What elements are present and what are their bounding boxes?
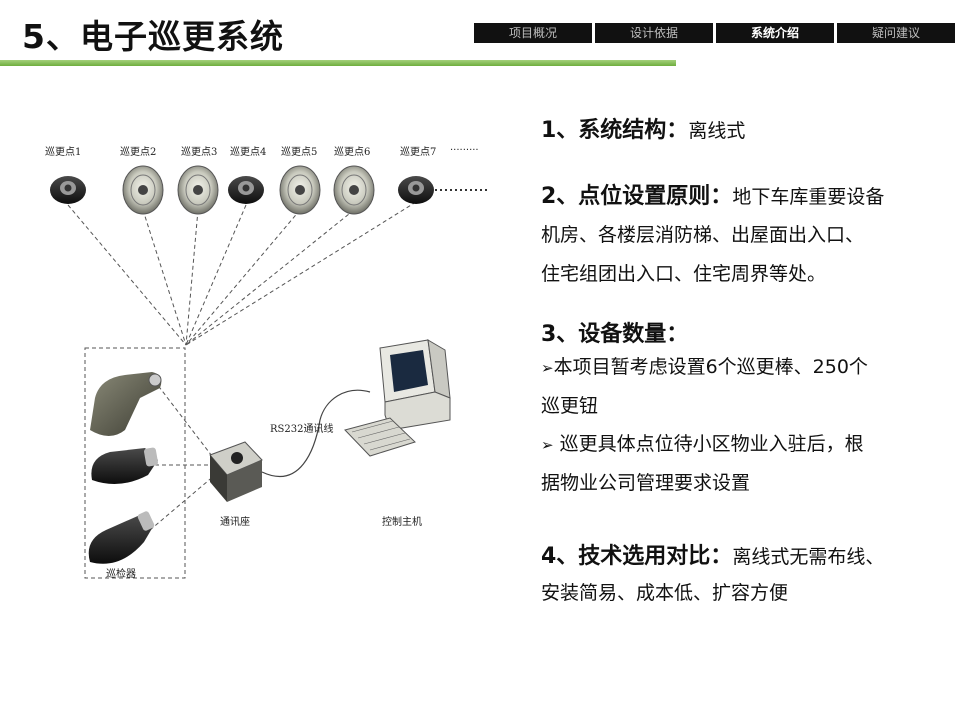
patrol-button-6 <box>333 165 375 215</box>
comparison-heading: 4、技术选用对比： <box>541 544 733 569</box>
quantity-bullet-1-cont: 巡更钮 <box>541 395 599 417</box>
comm-base-label: 通讯座 <box>220 515 250 528</box>
control-host-computer <box>344 339 451 457</box>
rs232-label: RS232通讯线 <box>270 422 333 435</box>
structure-text: 离线式 <box>688 120 746 142</box>
point-label-5: 巡更点5 <box>281 146 317 158</box>
tab-questions[interactable]: 疑问建议 <box>837 23 955 43</box>
tab-design-basis[interactable]: 设计依据 <box>595 23 713 43</box>
top-nav: 项目概况 设计依据 系统介绍 疑问建议 <box>474 23 955 43</box>
more-points-dots: ········· <box>450 145 479 156</box>
placement-line-3: 住宅组团出入口、住宅周界等处。 <box>541 263 827 285</box>
tab-project-overview[interactable]: 项目概况 <box>474 23 592 43</box>
quantity-heading: 3、设备数量： <box>541 322 689 347</box>
patrol-button-7 <box>398 176 434 204</box>
comparison-line-2: 安装简易、成本低、扩容方便 <box>541 582 789 604</box>
reader-device-3 <box>88 511 155 564</box>
point-label-3: 巡更点3 <box>181 146 217 158</box>
point-label-4: 巡更点4 <box>230 146 266 158</box>
page-title: 5、电子巡更系统 <box>22 17 284 56</box>
section-placement: 2、点位设置原则：地下车库重要设备 机房、各楼层消防梯、出屋面出入口、 住宅组团… <box>541 178 941 294</box>
patrol-button-5 <box>279 165 321 215</box>
point-label-2: 巡更点2 <box>120 146 156 158</box>
title-underline <box>0 60 676 66</box>
patrol-button-3 <box>177 165 219 215</box>
reader-label: 巡检器 <box>106 567 136 580</box>
point-label-1: 巡更点1 <box>45 146 81 158</box>
section-quantity: 3、设备数量： ➢本项目暂考虑设置6个巡更棒、250个 巡更钮 ➢ 巡更具体点位… <box>541 316 941 502</box>
structure-heading: 1、系统结构： <box>541 118 689 143</box>
patrol-button-1 <box>50 176 86 204</box>
tab-system-intro[interactable]: 系统介绍 <box>716 23 834 43</box>
patrol-button-2 <box>122 165 164 215</box>
reader-group-box <box>84 347 186 579</box>
comm-base <box>209 441 263 502</box>
quantity-bullet-2: ➢ 巡更具体点位待小区物业入驻后，根 <box>541 433 864 455</box>
point-label-7: 巡更点7 <box>400 146 436 158</box>
point-label-6: 巡更点6 <box>334 146 370 158</box>
section-comparison: 4、技术选用对比：离线式无需布线、 安装简易、成本低、扩容方便 <box>541 538 941 613</box>
patrol-button-4 <box>228 176 264 204</box>
section-structure: 1、系统结构：离线式 <box>541 112 941 144</box>
quantity-bullet-1: ➢本项目暂考虑设置6个巡更棒、250个 <box>541 356 868 378</box>
bullet-arrow-icon: ➢ <box>541 359 554 377</box>
placement-text: 地下车库重要设备 <box>732 186 885 208</box>
reader-device-2 <box>91 447 158 484</box>
comparison-text: 离线式无需布线、 <box>732 546 885 568</box>
host-label: 控制主机 <box>382 515 422 528</box>
rs232-cable <box>261 389 371 478</box>
quantity-bullet-2-cont: 据物业公司管理要求设置 <box>541 472 751 494</box>
placement-heading: 2、点位设置原则： <box>541 184 733 209</box>
placement-line-2: 机房、各楼层消防梯、出屋面出入口、 <box>541 224 865 246</box>
patrol-system-diagram: 巡更点1 巡更点2 巡更点3 巡更点4 巡更点5 巡更点6 巡更点7 ·····… <box>45 145 490 580</box>
reader-device-1 <box>90 372 162 436</box>
bullet-arrow-icon: ➢ <box>541 436 554 454</box>
